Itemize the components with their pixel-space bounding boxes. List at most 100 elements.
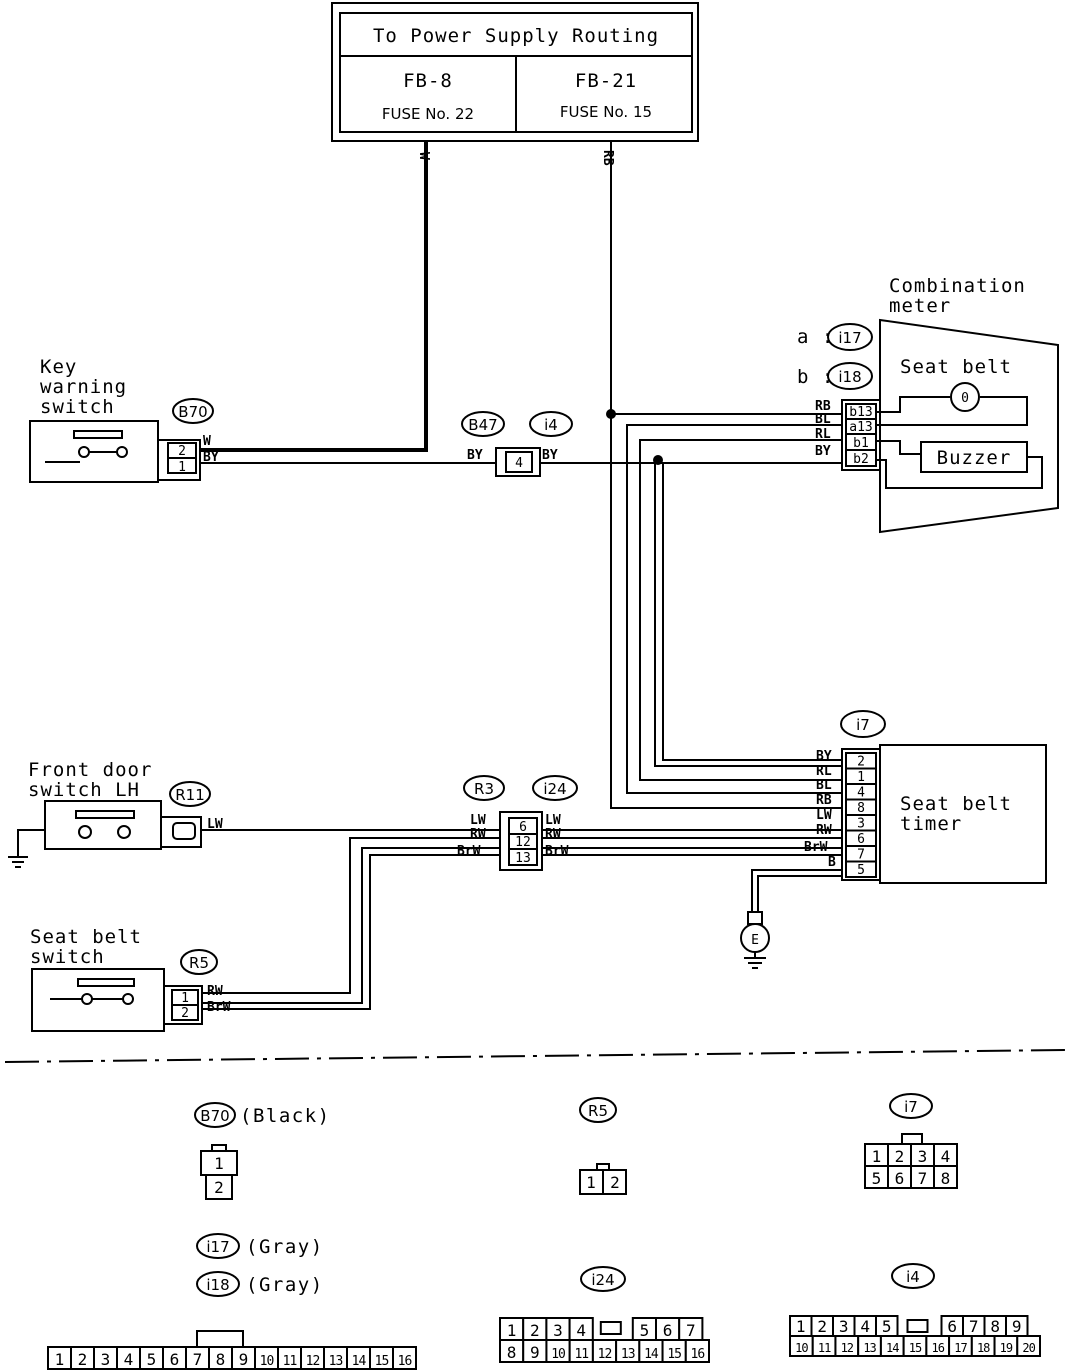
- fuse15-label: FUSE No. 15: [560, 103, 652, 121]
- wire-bl: [626, 424, 846, 794]
- junction-by: [653, 455, 663, 465]
- legend-i4-pin-5: 5: [882, 1317, 892, 1336]
- meter-label-1: Combination: [889, 275, 1026, 297]
- label-rw-i24-right: RW: [545, 827, 561, 842]
- legend-i4-pin-16: 16: [932, 1341, 945, 1355]
- r5-pin-2: 2: [181, 1006, 189, 1021]
- timer-pin-7: 7: [857, 848, 865, 863]
- tag-i7: i7: [856, 716, 870, 734]
- legend-tag-r5: R5: [588, 1102, 608, 1120]
- timer-label-2: timer: [900, 813, 962, 835]
- front-door-label-1: Front door: [28, 759, 152, 781]
- timer-pin-2: 2: [857, 755, 865, 770]
- key-warning-label-2: warning: [40, 376, 127, 398]
- seat-belt-switch-label-2: switch: [30, 946, 105, 968]
- legend-b70-pin-1: 1: [214, 1154, 224, 1173]
- label-w-key: W: [203, 434, 211, 449]
- seat-belt-switch-label-1: Seat belt: [30, 926, 142, 948]
- i24-pin-6: 6: [519, 820, 527, 835]
- legend-i24-pin-1: 1: [507, 1321, 517, 1340]
- wires: [17, 141, 846, 1010]
- buzzer-icon: [920, 441, 1028, 473]
- tag-b47: B47: [468, 416, 497, 434]
- tag-i24: i24: [543, 780, 566, 798]
- label-by-meter: BY: [815, 444, 831, 459]
- legend-i4-pin-10: 10: [795, 1341, 808, 1355]
- legend-i4-pin-7: 7: [969, 1317, 979, 1336]
- legend-i24-pin-5: 5: [640, 1321, 650, 1340]
- wire-by-timer: [654, 458, 846, 767]
- seat-belt-switch: Seat belt switch 1 2 R5: [30, 926, 218, 1032]
- key-warning-label-1: Key: [40, 356, 77, 378]
- legend-i24-pin-6: 6: [663, 1321, 673, 1340]
- ground-e: E: [740, 911, 770, 969]
- legend-i17-color: (Gray): [246, 1236, 324, 1258]
- legend-i4-pin-8: 8: [990, 1317, 1000, 1336]
- label-rw-seatbelt: RW: [207, 984, 223, 999]
- legend-i7-pin-7: 7: [918, 1169, 928, 1188]
- wire-labels: W RB W BY BY BY RB BL RL BY BY RL BL RB …: [203, 150, 836, 1015]
- legend-i17-pin-14: 14: [352, 1354, 367, 1369]
- label-by-i4-right: BY: [542, 448, 558, 463]
- tag-r3: R3: [474, 780, 494, 798]
- section-divider: [4, 1049, 1066, 1063]
- legend-i24-pin-3: 3: [553, 1321, 563, 1340]
- timer-label-1: Seat belt: [900, 793, 1012, 815]
- wire-rb: [610, 141, 846, 809]
- legend-tag-i4: i4: [906, 1268, 920, 1286]
- b70-pin-2: 2: [178, 444, 186, 459]
- legend-i4-pin-2: 2: [817, 1317, 827, 1336]
- tag-i17: i17: [838, 329, 861, 347]
- legend-i24-pin-13: 13: [621, 1347, 635, 1362]
- legend-tag-i18: i18: [206, 1276, 229, 1294]
- legend-i4-pin-18: 18: [977, 1341, 990, 1355]
- junction-rb: [606, 409, 616, 419]
- label-by-i4-left: BY: [467, 448, 483, 463]
- legend-i24-pin-7: 7: [686, 1321, 696, 1340]
- timer-pin-1: 1: [857, 770, 865, 785]
- label-lw-i24-right: LW: [545, 813, 561, 828]
- key-warning-switch: Key warning switch 2 1 B70: [29, 356, 214, 483]
- key-warning-label-3: switch: [40, 396, 115, 418]
- legend-r5-pin-1: 1: [586, 1173, 596, 1192]
- legend-i24-pin-12: 12: [598, 1347, 612, 1362]
- legend-i4-pin-14: 14: [886, 1341, 899, 1355]
- legend-tag-i24: i24: [591, 1271, 614, 1289]
- front-door-switch: Front door switch LH R11: [8, 759, 211, 868]
- legend-i4-pin-20: 20: [1022, 1341, 1035, 1355]
- connector-i24: R3 i24 6 12 13: [463, 775, 578, 871]
- label-brw-timer: BrW: [804, 840, 828, 855]
- power-supply-box: To Power Supply Routing FB-8 FUSE No. 22…: [331, 2, 699, 142]
- legend-i4-pin-4: 4: [860, 1317, 870, 1336]
- timer-pin-8: 8: [857, 801, 865, 816]
- svg-text:0: 0: [961, 391, 969, 406]
- legend-r5-pin-2: 2: [610, 1173, 620, 1192]
- legend-i4-pin-17: 17: [954, 1341, 967, 1355]
- legend-i7-pin-3: 3: [918, 1147, 928, 1166]
- legend-i18-color: (Gray): [246, 1274, 324, 1296]
- meter-pin-b13: b13: [849, 405, 872, 420]
- legend-i17-pin-1: 1: [55, 1350, 65, 1369]
- legend-i7-pin-6: 6: [895, 1169, 905, 1188]
- b70-pin-1: 1: [178, 460, 186, 475]
- legend-i24-pin-10: 10: [551, 1347, 565, 1362]
- legend-i7-pin-5: 5: [872, 1169, 882, 1188]
- legend-i17-pin-8: 8: [216, 1350, 226, 1369]
- b-prefix: b :: [797, 366, 834, 388]
- legend-i4-pin-1: 1: [796, 1317, 806, 1336]
- legend-i4-pin-13: 13: [863, 1341, 876, 1355]
- legend-i17-pin-16: 16: [398, 1354, 412, 1369]
- legend-i7-pin-1: 1: [872, 1147, 882, 1166]
- label-rb-vert: RB: [600, 150, 615, 166]
- legend-i17-pin-3: 3: [101, 1350, 111, 1369]
- i24-pin-13: 13: [515, 851, 531, 866]
- tag-b70: B70: [178, 403, 207, 421]
- timer-pin-3: 3: [857, 817, 865, 832]
- label-rl-timer: RL: [816, 764, 832, 779]
- legend-i17-pin-2: 2: [78, 1350, 88, 1369]
- label-rl-meter: RL: [815, 427, 831, 442]
- legend-i24-pin-11: 11: [574, 1347, 588, 1362]
- legend-b70-color: (Black): [240, 1105, 331, 1127]
- meter-pin-b1: b1: [853, 436, 869, 451]
